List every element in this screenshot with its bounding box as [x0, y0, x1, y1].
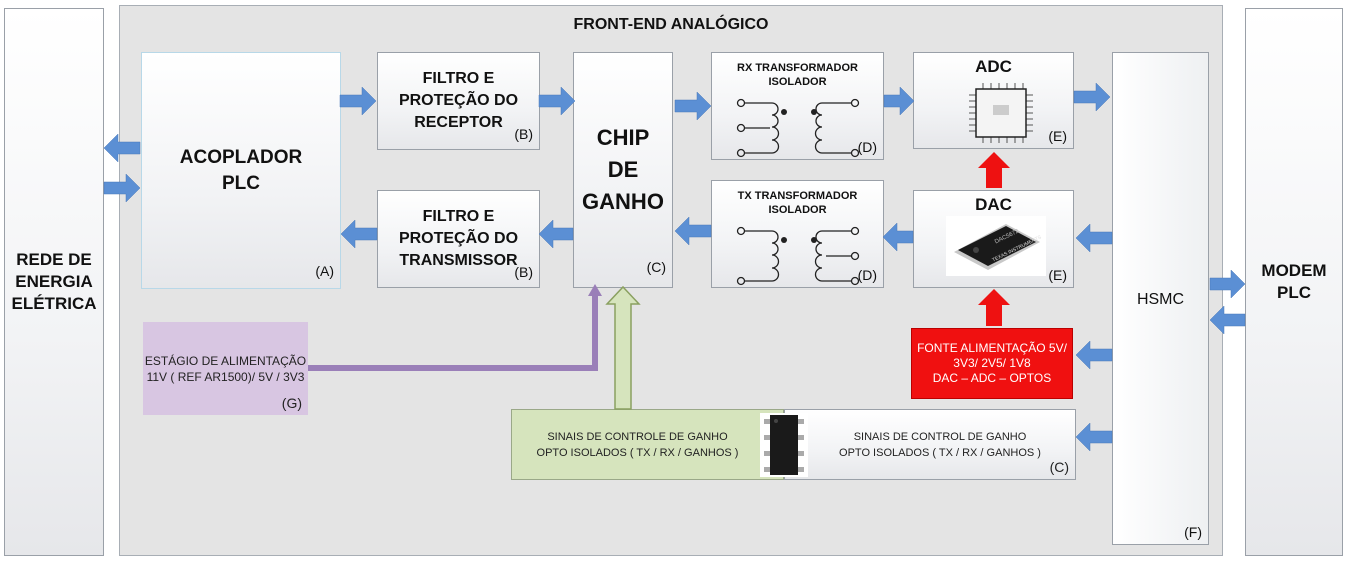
arrow-hsmc-to-sinais [1076, 423, 1112, 451]
arrow-filtro-rx-to-chip [539, 87, 575, 115]
arrow-chip-to-filtro-tx [539, 220, 573, 248]
power-line-arrowhead [588, 284, 602, 296]
arrow-filtro-tx-to-acoplador [341, 220, 377, 248]
arrow-tx-transformer-to-chip [675, 217, 711, 245]
power-line [308, 292, 595, 368]
arrow-dac-to-adc [978, 152, 1010, 188]
arrow-sinais-to-chip [607, 287, 639, 409]
arrow-acoplador-to-grid [104, 134, 140, 162]
arrow-fonte-to-dac [978, 289, 1010, 326]
arrow-hsmc-to-fonte [1076, 341, 1112, 369]
arrow-acoplador-to-filtro-rx [340, 87, 376, 115]
arrow-hsmc-to-modem [1210, 270, 1245, 298]
arrow-grid-to-acoplador [104, 174, 140, 202]
arrow-adc-to-hsmc [1074, 83, 1110, 111]
arrow-modem-to-hsmc [1210, 306, 1245, 334]
arrow-hsmc-to-dac [1076, 224, 1112, 252]
arrow-dac-to-tx-transformer [883, 223, 913, 251]
arrow-rx-transformer-to-adc [884, 87, 914, 115]
arrow-chip-to-rx-transformer [675, 92, 711, 120]
